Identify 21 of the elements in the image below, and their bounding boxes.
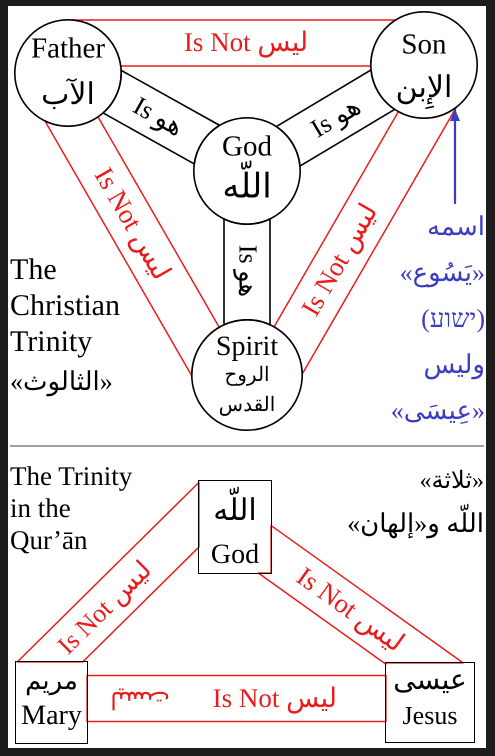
band-connector: [86, 674, 387, 722]
edge-label: Is هو: [304, 90, 366, 146]
caption-text: The Trinity in the Qur’ān: [10, 460, 134, 556]
edge-label: Is Not ليس: [290, 560, 410, 660]
annotation-text: اسمه «يَسُوع» (ישוע) وليس «عِيسَى»: [385, 204, 485, 434]
edge-label: Is هو: [232, 244, 264, 298]
band-connector: [102, 70, 220, 165]
band-text: ليست: [110, 685, 170, 714]
arrow: [450, 109, 460, 204]
band-connector: [258, 524, 464, 665]
edge-label: Is Not ليس: [50, 554, 158, 662]
band-connector: [16, 482, 200, 663]
band-connector: [276, 69, 396, 167]
band-connector: [44, 116, 220, 377]
edge-label: Is هو: [126, 90, 188, 144]
caption-text: «ثلاثة»: [419, 467, 484, 496]
edge-label: Is Not ليس: [212, 682, 337, 716]
caption-text: «الثالوث»: [10, 366, 113, 398]
caption-text: اللّه و«إلهان»: [347, 502, 484, 546]
edge-label: Is Not ليس: [184, 26, 308, 60]
band-connector: [223, 218, 271, 326]
